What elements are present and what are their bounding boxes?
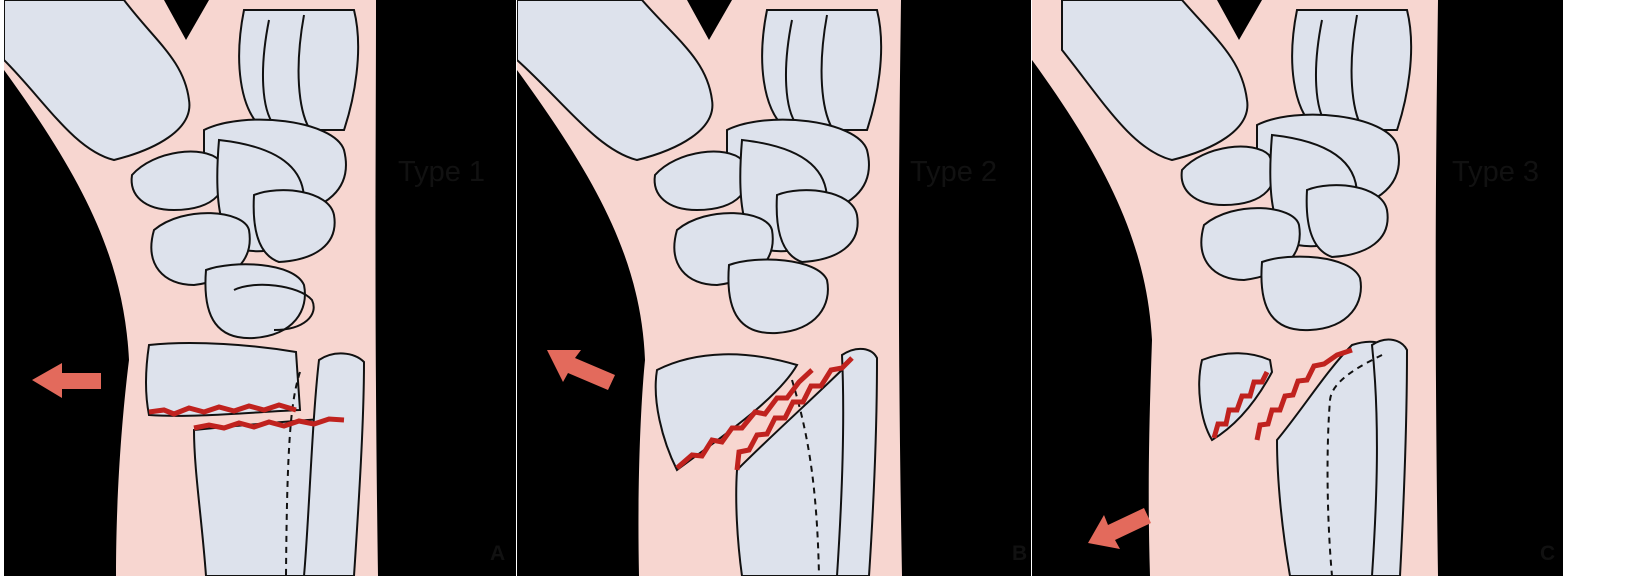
- type-label-panel-b: Type 2: [910, 156, 997, 189]
- panel-a: [4, 0, 516, 576]
- panel-b: [517, 0, 1031, 576]
- panel-letter-b: B: [1012, 542, 1027, 566]
- panel-c: [1032, 0, 1563, 576]
- type-label-panel-a: Type 1: [398, 156, 485, 189]
- panel-letter-c: C: [1540, 542, 1555, 566]
- type-label-panel-c: Type 3: [1452, 156, 1539, 189]
- panel-letter-a: A: [490, 542, 505, 566]
